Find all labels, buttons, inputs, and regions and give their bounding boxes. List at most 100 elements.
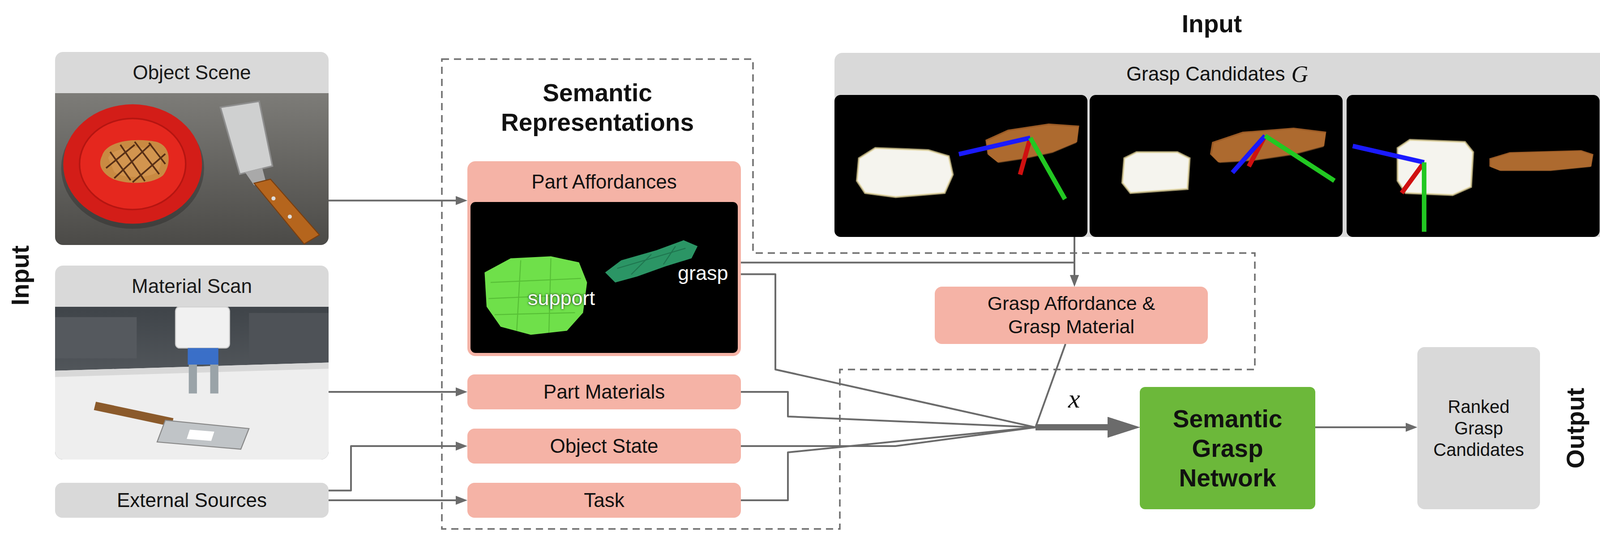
box-label: Task [583,488,625,513]
scene-photo-part [106,141,166,182]
scene-photo-part [132,154,166,183]
affordance-pointcloud-part [470,201,738,353]
box-label: Semantic Grasp Network [1147,403,1308,493]
group-title: Semantic Representations [458,77,737,137]
grasp-render-part [1352,145,1425,163]
grasp-render-part [856,148,953,197]
representation-box: Object State [467,428,741,464]
affordance-pointcloud-part [516,260,521,331]
panel-title: Material Scan [131,274,253,298]
label-wrap: grasp [677,261,729,285]
label-wrap: Input [1181,9,1242,39]
label-wrap: x [1068,383,1081,415]
connector-line [328,445,458,491]
header-band: Material Scan [55,265,329,307]
grasp-render-part [1346,94,1600,237]
grasp-render-part [856,148,953,197]
scene-photo-part [55,362,329,460]
connector-line [1035,424,1114,431]
scene-photo [55,93,329,245]
grasp-render-part [1020,137,1031,175]
network-box: Semantic Grasp Network [1139,386,1316,510]
connector [328,441,468,491]
affordance-pointcloud-part [490,278,582,283]
scene-photo-part [55,93,329,245]
box-label: Object State [549,434,659,458]
feature-box: Grasp Affordance & Grasp Material [934,286,1208,344]
scene-photo-part [157,419,249,450]
connector-line [1035,424,1114,431]
header-band: Grasp CandidatesG [834,52,1600,95]
arrow-head [1069,274,1079,287]
connector [328,196,468,206]
math-symbol: G [1291,60,1309,88]
connector-line [740,427,1036,446]
representation-group: Semantic RepresentationsPart Affordances… [441,59,753,529]
affordance-pointcloud-part [494,312,576,315]
connector-line [740,427,1036,501]
connector [740,416,1140,501]
grasp-render-part [1232,135,1266,173]
affordance-pointcloud-part [663,246,676,265]
connector-line [1035,424,1114,431]
connector [328,387,468,397]
candidates-panel: Grasp CandidatesG [834,52,1600,237]
scene-photo-part [248,312,329,365]
grasp-render-part [1122,152,1190,193]
connector [1035,343,1140,438]
scene-photo-part [254,179,320,244]
affordance-pointcloud-part [617,248,686,269]
scene-photo-part [100,140,169,183]
group-title-wrap: Semantic Representations [441,77,753,137]
grasp-render-part [1401,162,1425,193]
grasp-render-part [1397,139,1474,195]
box-label: External Sources [116,488,267,513]
scene-photo-part [187,347,219,365]
arrow-head [455,387,468,397]
panel-title: Grasp Candidates [1126,62,1286,86]
panel-title: Object Scene [132,61,251,84]
grasp-render-part [1265,135,1335,181]
arrow-head [455,441,468,451]
arrow-head [1069,274,1079,287]
scene-photo-part [210,364,219,394]
arrow-head [1107,416,1140,438]
connector [740,416,1140,446]
scene-photo-part [175,306,230,348]
scene-photo-part [114,143,151,179]
input-box: External Sources [55,482,329,518]
header-band: Object Scene [55,51,329,94]
arrow-head [1107,416,1140,438]
grasp-render-part [1122,152,1190,193]
scene-photo-part [55,316,137,359]
grasp-render-part [1397,139,1474,195]
scene-photo-part [220,101,273,175]
grasp-render-part [1211,128,1327,163]
connector-line [328,199,458,202]
representation-box: Task [467,482,741,518]
connector-line [328,499,458,501]
output-box: Ranked Grasp Candidates [1417,346,1541,510]
scene-photo-part [188,364,197,394]
connector-line [1035,424,1114,431]
label-wrap: support [527,286,595,310]
part-label: support [527,286,595,310]
input-panel: Material Scan [55,265,329,460]
label-wrap: Output [1561,387,1590,469]
scene-photo-part [186,429,215,441]
label-wrap: Input [6,245,35,306]
grasp-render [834,94,1088,237]
arrow-head [1107,416,1140,438]
connector [740,262,1079,287]
connector [1315,422,1418,432]
scene-photo-part [63,104,202,224]
grasp-render-part [958,137,1031,155]
scene-photo-part [55,306,329,460]
connector [328,495,468,505]
grasp-render [1089,94,1343,237]
grasp-render-part [834,94,1088,237]
grasp-render-part [1421,162,1427,232]
scene-photo-part [79,118,186,210]
box-label: Grasp Affordance & Grasp Material [962,291,1181,338]
